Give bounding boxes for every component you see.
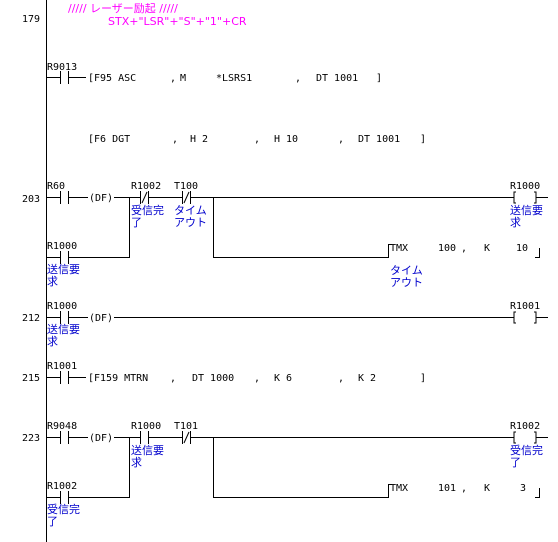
contact-label: R1000 xyxy=(47,241,77,252)
contact-comment: 求 xyxy=(47,335,58,348)
timer-k: K xyxy=(484,243,490,254)
contact-symbol[interactable] xyxy=(46,431,88,444)
operand-sep: , xyxy=(461,243,467,254)
operand-dest: DT 1001 xyxy=(358,134,400,145)
bracket-close: ] xyxy=(376,73,382,84)
contact-comment: 受信完 xyxy=(131,203,164,217)
operand-k6: K 6 xyxy=(274,373,292,384)
df-instruction[interactable]: (DF) xyxy=(89,313,113,324)
coil-symbol[interactable] xyxy=(513,431,548,444)
bracket-close: ] xyxy=(420,373,426,384)
rung-215: 215 R1001 [F159 MTRN , DT 1000 , K 6 , K… xyxy=(22,361,426,384)
contact-label: R1000 xyxy=(131,421,161,432)
contact-symbol[interactable] xyxy=(46,251,130,264)
timer-instruction: TMX xyxy=(390,243,408,254)
step-number-223: 223 xyxy=(22,433,40,444)
operand-dest: DT 1001 xyxy=(316,73,358,84)
contact-comment: アウト xyxy=(174,216,207,229)
contact-label: R1002 xyxy=(131,181,161,192)
step-number-212: 212 xyxy=(22,313,40,324)
operand-h10: H 10 xyxy=(274,134,298,145)
step-number-215: 215 xyxy=(22,373,40,384)
contact-symbol[interactable] xyxy=(46,311,88,324)
contact-comment: 求 xyxy=(131,456,142,469)
coil-label: R1000 xyxy=(510,181,540,192)
operand-k2: K 2 xyxy=(358,373,376,384)
operand-sep: , xyxy=(338,134,344,145)
instruction-f159[interactable]: [F159 MTRN xyxy=(88,373,148,384)
contact-comment: 送信要 xyxy=(131,443,164,457)
operand-m: M xyxy=(180,73,186,84)
operand-sep: , xyxy=(295,73,301,84)
nc-contact-symbol[interactable] xyxy=(182,431,191,444)
operand-dt: DT 1000 xyxy=(192,373,234,384)
contact-comment: タイム xyxy=(174,204,207,217)
contact-label: R60 xyxy=(47,181,65,192)
contact-symbol[interactable] xyxy=(140,431,149,444)
timer-preset: 3 xyxy=(520,483,526,494)
operand-sep: , xyxy=(254,134,260,145)
coil-comment: 受信完 xyxy=(510,443,543,457)
step-number-203: 203 xyxy=(22,194,40,205)
contact-label: R9048 xyxy=(47,421,77,432)
contact-label: T100 xyxy=(174,181,198,192)
contact-label: T101 xyxy=(174,421,198,432)
contact-symbol[interactable] xyxy=(46,191,88,204)
coil-label: R1002 xyxy=(510,421,540,432)
instruction-f95[interactable]: [F95 ASC xyxy=(88,73,136,84)
contact-label: R1000 xyxy=(47,301,77,312)
contact-comment: 送信要 xyxy=(47,262,80,276)
step-number-179: 179 xyxy=(22,14,40,25)
operand-sep: , xyxy=(461,483,467,494)
rung-179: R9013 [F95 ASC , M *LSRS1 , DT 1001 ] [F… xyxy=(46,62,426,145)
bracket-close: ] xyxy=(420,134,426,145)
nc-contact-symbol[interactable] xyxy=(140,191,149,204)
timer-number: 100 xyxy=(438,243,456,254)
contact-symbol[interactable] xyxy=(46,371,86,384)
timer-instruction: TMX xyxy=(390,483,408,494)
df-instruction[interactable]: (DF) xyxy=(89,193,113,204)
instruction-f6[interactable]: [F6 DGT xyxy=(88,134,130,145)
coil-comment: 送信要 xyxy=(510,203,543,217)
coil-comment: 求 xyxy=(510,216,521,229)
comment-line-2: STX+"LSR"+"S"+"1"+CR xyxy=(108,15,247,28)
df-instruction[interactable]: (DF) xyxy=(89,433,113,444)
contact-comment: 求 xyxy=(47,275,58,288)
timer-block[interactable] xyxy=(388,244,540,258)
contact-comment: 受信完 xyxy=(47,502,80,516)
timer-preset: 10 xyxy=(516,243,528,254)
timer-comment: タイム xyxy=(390,264,423,277)
operand-h2: H 2 xyxy=(190,134,208,145)
contact-symbol[interactable] xyxy=(46,491,130,504)
timer-comment: アウト xyxy=(390,276,423,289)
contact-label: R9013 xyxy=(47,62,77,73)
rung-212: 212 R1000 送信要 求 (DF) R1001 xyxy=(22,301,548,348)
coil-symbol[interactable] xyxy=(513,311,548,324)
contact-label: R1002 xyxy=(47,481,77,492)
contact-comment: 送信要 xyxy=(47,322,80,336)
nc-contact-symbol[interactable] xyxy=(182,191,191,204)
timer-block[interactable] xyxy=(388,484,540,498)
coil-symbol[interactable] xyxy=(513,191,548,204)
operand-sep: , xyxy=(172,134,178,145)
contact-comment: 了 xyxy=(47,515,58,528)
rung-203: 203 R60 (DF) R1002 受信完 了 T100 タイム アウト R1… xyxy=(22,181,548,289)
timer-number: 101 xyxy=(438,483,456,494)
timer-k: K xyxy=(484,483,490,494)
contact-symbol[interactable] xyxy=(46,71,86,84)
operand-sep: , xyxy=(254,373,260,384)
operand-sep: , xyxy=(338,373,344,384)
rung-223: 223 R9048 (DF) R1000 送信要 求 T101 R1002 xyxy=(22,421,548,528)
contact-label: R1001 xyxy=(47,361,77,372)
coil-label: R1001 xyxy=(510,301,540,312)
coil-comment: 了 xyxy=(510,456,521,469)
operand-sep: , xyxy=(170,373,176,384)
comment-line-1: ///// レーザー励起 ///// xyxy=(68,2,178,15)
contact-comment: 了 xyxy=(131,216,142,229)
operand-string: *LSRS1 xyxy=(216,73,252,84)
operand-sep: , xyxy=(170,73,176,84)
